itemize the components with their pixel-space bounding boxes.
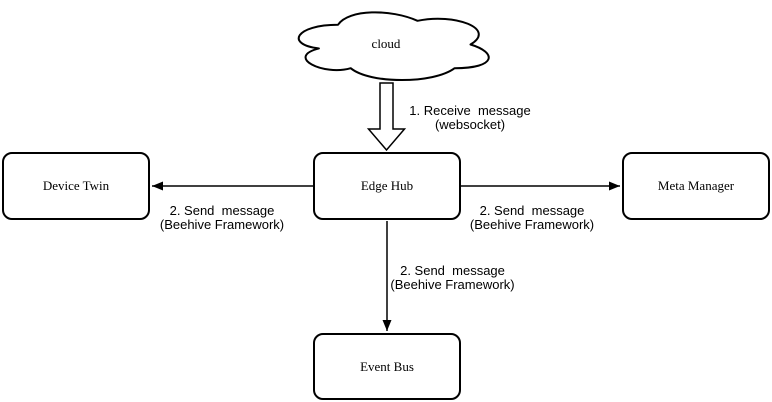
edge-label-send-device-twin-line1: 2. Send message <box>169 203 275 218</box>
edge-label-receive-line1: 1. Receive message <box>409 103 531 118</box>
edge-label-send-meta-manager-line2: (Beehive Framework) <box>469 217 595 232</box>
receive-block-arrow <box>366 82 407 152</box>
node-device-twin-label: Device Twin <box>42 178 110 193</box>
node-edge-hub: Edge Hub <box>313 152 461 220</box>
edge-label-send-event-bus-line2: (Beehive Framework) <box>390 277 515 292</box>
edge-label-send-meta-manager-line1: 2. Send message <box>479 203 585 218</box>
edge-label-send-event-bus-line1: 2. Send message <box>400 263 505 278</box>
node-event-bus: Event Bus <box>313 333 461 400</box>
node-device-twin: Device Twin <box>2 152 150 220</box>
edge-label-send-device-twin-line2: (Beehive Framework) <box>159 217 285 232</box>
edge-label-send-device-twin: 2. Send message (Beehive Framework) <box>152 204 292 232</box>
node-event-bus-label: Event Bus <box>360 358 414 374</box>
edge-label-receive-message: 1. Receive message (websocket) <box>400 104 540 132</box>
node-meta-manager-label: Meta Manager <box>657 178 735 193</box>
node-cloud-label: cloud <box>371 36 401 51</box>
edge-label-send-event-bus: 2. Send message (Beehive Framework) <box>385 264 520 292</box>
cloud-shape <box>297 11 490 81</box>
node-meta-manager: Meta Manager <box>622 152 770 220</box>
edge-label-receive-line2: (websocket) <box>434 117 506 132</box>
node-edge-hub-label: Edge Hub <box>360 178 414 193</box>
edge-label-send-meta-manager: 2. Send message (Beehive Framework) <box>462 204 602 232</box>
